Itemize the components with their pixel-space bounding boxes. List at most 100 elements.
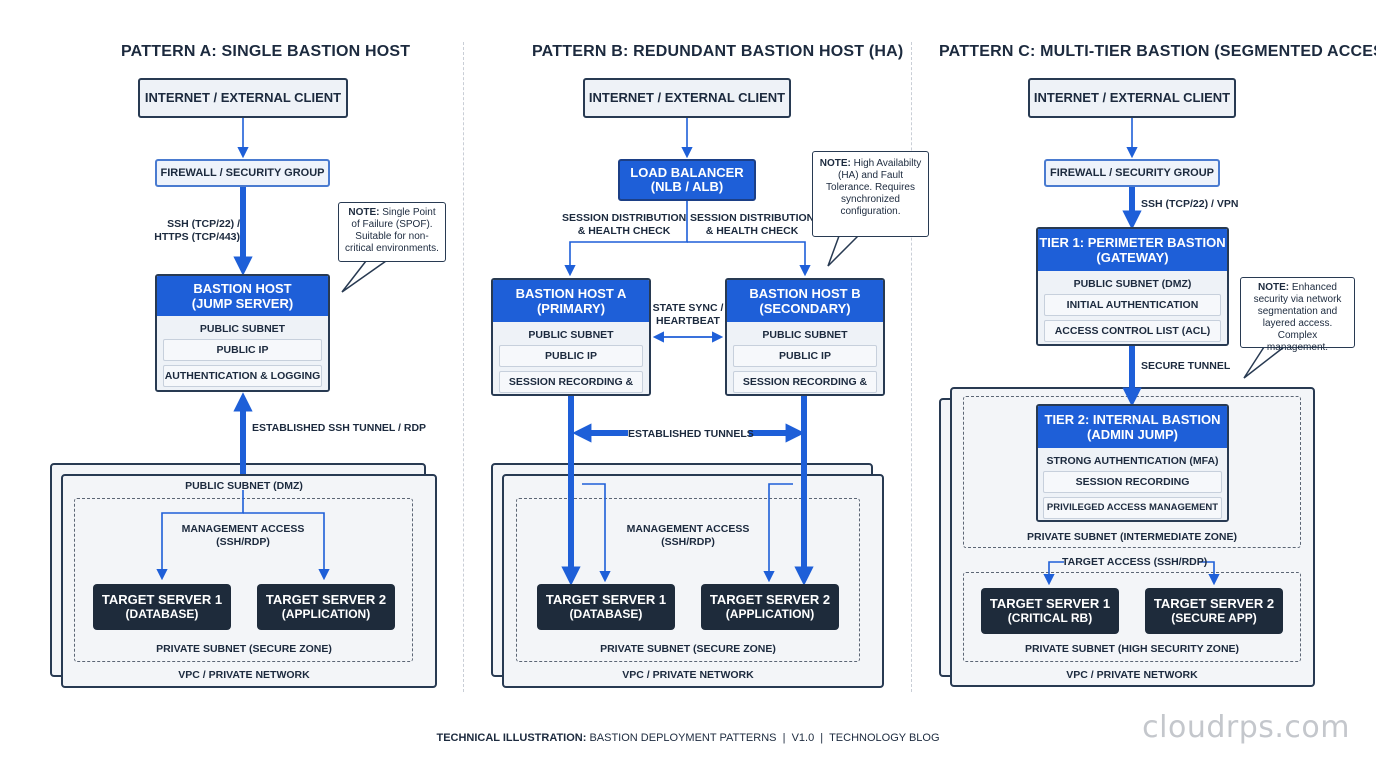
tier1-title-line2: (GATEWAY)	[1096, 250, 1169, 265]
subnet-label: PUBLIC SUBNET	[199, 323, 286, 335]
feature-row: PUBLIC IP	[163, 339, 322, 361]
subnet-label: PUBLIC SUBNET (DMZ)	[1073, 278, 1192, 290]
internet-client-node: INTERNET / EXTERNAL CLIENT	[138, 78, 348, 118]
target-role: (CRITICAL RB)	[1007, 611, 1093, 625]
target-server-1: TARGET SERVER 1 (CRITICAL RB)	[981, 588, 1119, 634]
footer-text: BASTION DEPLOYMENT PATTERNS | V1.0 | TEC…	[589, 732, 940, 744]
note-callout: NOTE: High Availabilty (HA) and Fault To…	[812, 151, 929, 237]
target-name: TARGET SERVER 2	[709, 592, 831, 607]
host-b-title-line2: (SECONDARY)	[759, 301, 851, 316]
state-sync-label: STATE SYNC / HEARTBEAT	[648, 302, 728, 328]
tier1-title-line1: TIER 1: PERIMETER BASTION	[1039, 235, 1226, 250]
note-label: NOTE:	[348, 207, 380, 218]
load-balancer-node: LOAD BALANCER(NLB / ALB)	[618, 159, 756, 201]
protocol-label: SSH (TCP/22) / HTTPS (TCP/443)	[150, 218, 240, 244]
bastion-host-header: BASTION HOST B(SECONDARY)	[727, 280, 883, 322]
target-server-2: TARGET SERVER 2 (APPLICATION)	[701, 584, 839, 630]
vpc-label: VPC / PRIVATE NETWORK	[1066, 669, 1198, 681]
note-text: Enhanced security via network segmentati…	[1253, 282, 1342, 353]
session-distribution-label: SESSION DISTRIBUTION & HEALTH CHECK	[690, 212, 814, 238]
management-line2: (SSH/RDP)	[216, 536, 270, 548]
bastion-body: PUBLIC SUBNET PUBLIC IP AUTHENTICATION &…	[157, 316, 328, 390]
sync-line2: HEARTBEAT	[656, 315, 720, 327]
protocol-label-line2: HTTPS (TCP/443)	[154, 231, 240, 243]
tier1-bastion-card: TIER 1: PERIMETER BASTION(GATEWAY) PUBLI…	[1036, 227, 1229, 346]
tunnels-label: ESTABLISHED TUNNELS	[628, 428, 754, 440]
firewall-node: FIREWALL / SECURITY GROUP	[155, 159, 330, 187]
management-line2: (SSH/RDP)	[661, 536, 715, 548]
note-callout: NOTE: Enhanced security via network segm…	[1240, 277, 1355, 353]
note-text: Single Point of Failure (SPOF). Suitable…	[345, 207, 439, 254]
session-distribution-label: SESSION DISTRIBUTION & HEALTH CHECK	[562, 212, 686, 238]
feature-row: AUTHENTICATION & LOGGING	[163, 365, 322, 387]
target-name: TARGET SERVER 2	[265, 592, 387, 607]
column-divider	[911, 42, 912, 692]
private-subnet-label: PRIVATE SUBNET (SECURE ZONE)	[156, 643, 332, 655]
footer-label: TECHNICAL ILLUSTRATION:	[436, 732, 587, 744]
subnet-label: PUBLIC SUBNET	[762, 329, 848, 341]
subnet-label: PUBLIC SUBNET	[528, 329, 614, 341]
host-b-title-line1: BASTION HOST B	[749, 286, 861, 301]
host-a-title-line1: BASTION HOST A	[515, 286, 627, 301]
target-name: TARGET SERVER 1	[101, 592, 223, 607]
bastion-host-a-card: BASTION HOST A(PRIMARY) PUBLIC SUBNET PU…	[491, 278, 651, 396]
bastion-host-card: BASTION HOST(JUMP SERVER) PUBLIC SUBNET …	[155, 274, 330, 392]
dist-right-line1: SESSION DISTRIBUTION	[690, 212, 815, 224]
bastion-title-line2: (JUMP SERVER)	[191, 296, 294, 311]
tier1-body: PUBLIC SUBNET (DMZ) INITIAL AUTHENTICATI…	[1038, 271, 1227, 344]
host-a-title-line2: (PRIMARY)	[536, 301, 606, 316]
feature-row: SESSION RECORDING & MFA	[499, 371, 643, 393]
feature-row: PRIVILEGED ACCESS MANAGEMENT (PAM)	[1043, 497, 1222, 519]
target-server-2: TARGET SERVER 2 (SECURE APP)	[1145, 588, 1283, 634]
protocol-label-line1: SSH (TCP/22) /	[167, 218, 240, 230]
pattern-a-title: PATTERN A: SINGLE BASTION HOST	[121, 43, 411, 60]
bastion-host-b-card: BASTION HOST B(SECONDARY) PUBLIC SUBNET …	[725, 278, 885, 396]
intermediate-zone-label: PRIVATE SUBNET (INTERMEDIATE ZONE)	[1027, 531, 1237, 543]
note-label: NOTE:	[819, 158, 851, 169]
tier2-header: TIER 2: INTERNAL BASTION(ADMIN JUMP)	[1038, 406, 1227, 448]
internet-client-node: INTERNET / EXTERNAL CLIENT	[583, 78, 791, 118]
target-server-1: TARGET SERVER 1 (DATABASE)	[93, 584, 231, 630]
feature-row: PUBLIC IP	[499, 345, 643, 367]
subnet-label: STRONG AUTHENTICATION (MFA)	[1046, 455, 1219, 467]
target-access-label: TARGET ACCESS (SSH/RDP)	[1062, 556, 1208, 568]
management-line1: MANAGEMENT ACCESS	[626, 523, 750, 535]
management-access-label: MANAGEMENT ACCESS (SSH/RDP)	[163, 523, 323, 549]
feature-row: SESSION RECORDING & MFA	[733, 371, 877, 393]
feature-row: SESSION RECORDING	[1043, 471, 1222, 493]
column-divider	[463, 42, 464, 692]
high-security-zone	[963, 572, 1301, 662]
management-access-label: MANAGEMENT ACCESS (SSH/RDP)	[608, 523, 768, 549]
target-name: TARGET SERVER 2	[1153, 596, 1275, 611]
private-subnet-zone	[516, 498, 860, 662]
tier2-title-line2: (ADMIN JUMP)	[1087, 427, 1178, 442]
note-callout: NOTE: Single Point of Failure (SPOF). Su…	[338, 202, 446, 262]
feature-row: PUBLIC IP	[733, 345, 877, 367]
bastion-host-header: BASTION HOST A(PRIMARY)	[493, 280, 649, 322]
bastion-title-line1: BASTION HOST	[193, 281, 292, 296]
private-subnet-label: PRIVATE SUBNET (HIGH SECURITY ZONE)	[1024, 643, 1240, 655]
note-text: High Availabilty (HA) and Fault Toleranc…	[826, 158, 922, 217]
vpc-label: VPC / PRIVATE NETWORK	[622, 669, 754, 681]
management-line1: MANAGEMENT ACCESS	[181, 523, 305, 535]
target-role: (SECURE APP)	[1171, 611, 1257, 625]
dist-left-line1: SESSION DISTRIBUTION	[562, 212, 687, 224]
target-role: (DATABASE)	[569, 607, 643, 621]
target-name: TARGET SERVER 1	[989, 596, 1111, 611]
note-label: NOTE:	[1258, 282, 1290, 293]
bastion-body: PUBLIC SUBNET PUBLIC IP SESSION RECORDIN…	[727, 322, 883, 394]
sync-line1: STATE SYNC /	[652, 302, 724, 314]
target-name: TARGET SERVER 1	[545, 592, 667, 607]
watermark: cloudrps.com	[1142, 710, 1350, 745]
tier2-body: STRONG AUTHENTICATION (MFA) SESSION RECO…	[1038, 448, 1227, 520]
tier2-title-line1: TIER 2: INTERNAL BASTION	[1044, 412, 1221, 427]
tier1-header: TIER 1: PERIMETER BASTION(GATEWAY)	[1038, 229, 1227, 271]
dist-right-line2: & HEALTH CHECK	[705, 225, 799, 237]
target-server-1: TARGET SERVER 1 (DATABASE)	[537, 584, 675, 630]
footer-caption: TECHNICAL ILLUSTRATION: BASTION DEPLOYME…	[0, 732, 1376, 744]
vpc-container	[61, 474, 437, 688]
dist-left-line2: & HEALTH CHECK	[577, 225, 671, 237]
tier2-bastion-card: TIER 2: INTERNAL BASTION(ADMIN JUMP) STR…	[1036, 404, 1229, 522]
private-subnet-label: PRIVATE SUBNET (SECURE ZONE)	[600, 643, 776, 655]
